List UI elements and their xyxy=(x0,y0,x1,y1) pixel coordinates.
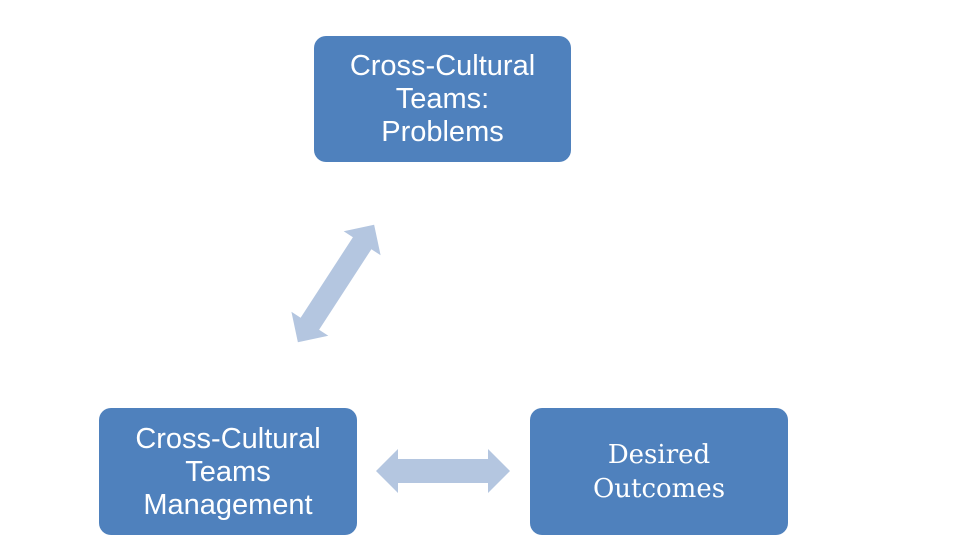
node-problems: Cross-Cultural Teams: Problems xyxy=(314,36,571,162)
double-arrow-icon xyxy=(376,449,510,493)
node-problems-label: Cross-Cultural Teams: Problems xyxy=(349,49,536,148)
node-outcomes-label: Desired Outcomes xyxy=(592,439,726,504)
arrow-management-outcomes xyxy=(376,449,510,493)
node-outcomes: Desired Outcomes xyxy=(530,408,788,535)
double-arrow-icon xyxy=(291,224,381,343)
arrow-management-problems xyxy=(291,224,381,343)
node-management: Cross-Cultural Teams Management xyxy=(99,408,357,535)
node-management-label: Cross-Cultural Teams Management xyxy=(135,423,321,521)
